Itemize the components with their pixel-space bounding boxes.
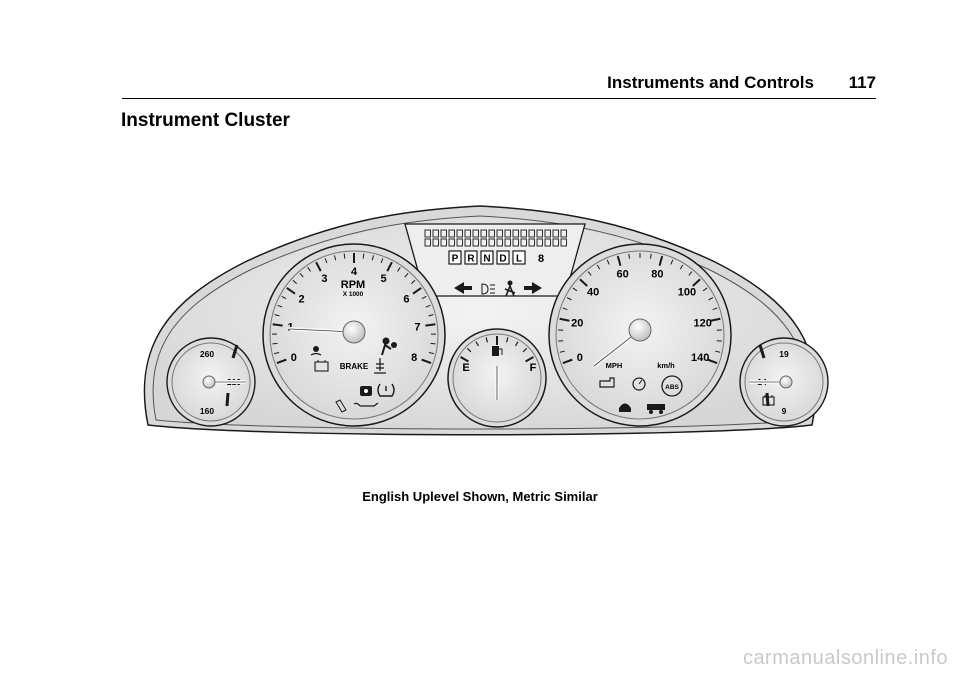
page-number: 117 [848, 73, 876, 92]
dial-label: 8 [411, 352, 417, 364]
dial-label: 0 [291, 352, 297, 364]
cruise-control-icon [632, 377, 646, 391]
traction-control-icon [310, 346, 322, 356]
abs-icon: ABS [661, 375, 683, 397]
gear-box [448, 250, 462, 265]
speedometer-ticks [558, 253, 722, 364]
gear-box [464, 250, 478, 265]
mph-label: MPH [606, 361, 623, 370]
gear-letter: R [467, 254, 475, 265]
svg-text:ABS: ABS [665, 384, 679, 391]
dial-label: 7 [414, 322, 420, 334]
gear-letter: L [516, 254, 522, 265]
kmh-label: km/h [657, 361, 675, 370]
gear-number: 8 [538, 253, 544, 265]
voltmeter-gauge: 19 14 9 [739, 337, 829, 427]
dial-label: 4 [351, 266, 358, 278]
dot-matrix-display [424, 229, 567, 247]
airbag-icon [381, 337, 397, 356]
engine-temp-gauge: 260 210 160 [166, 337, 256, 427]
gear-box [512, 250, 526, 265]
section-title: Instruments and Controls [607, 73, 814, 92]
tachometer-ticks [271, 253, 437, 364]
gear-letter: N [483, 254, 490, 265]
dial-label: 5 [380, 273, 386, 285]
volt-label-high: 19 [779, 349, 789, 359]
turn-right-icon [524, 282, 542, 294]
turn-left-icon [454, 282, 472, 294]
volt-label-low: 9 [782, 406, 787, 416]
temp-label-high: 260 [200, 349, 214, 359]
tachometer: 012345678 RPM X 1000 BRAKE [262, 243, 446, 427]
fuel-pump-icon [492, 346, 503, 356]
fuel-gauge: E F [447, 328, 547, 428]
speedometer-labels: 0 20 40 60 80 100 120 140 [571, 268, 712, 363]
dial-label: 140 [691, 352, 709, 364]
rpm-label: RPM [341, 279, 365, 291]
dial-label: 2 [299, 293, 305, 305]
tow-haul-icon [647, 404, 665, 414]
gear-letter: D [499, 254, 506, 265]
dial-label: 80 [651, 268, 663, 280]
dial-label: 40 [587, 286, 599, 298]
dial-label: 20 [571, 317, 583, 329]
fuel-full-label: F [530, 362, 537, 374]
voltmeter-battery-icon [762, 395, 775, 406]
gear-box [496, 250, 510, 265]
page-title: Instrument Cluster [121, 110, 290, 131]
security-icon [360, 386, 372, 396]
dial-label: 0 [577, 352, 583, 364]
service-icon [335, 399, 347, 413]
temp-label-low: 160 [200, 406, 214, 416]
dial-label: 6 [403, 293, 409, 305]
seatbelt-icon [504, 280, 516, 297]
fuel-gauge-ticks [460, 336, 534, 363]
speedometer-hub [628, 318, 652, 342]
speedometer: 0 20 40 60 80 100 120 140 MPH km/h ABS [548, 243, 732, 427]
headlamp-icon [481, 283, 495, 295]
gear-box [480, 250, 494, 265]
brake-label: BRAKE [340, 362, 369, 371]
oil-pressure-icon [353, 402, 379, 407]
dial-label: 3 [321, 273, 327, 285]
rpm-multiplier: X 1000 [343, 291, 364, 298]
check-engine-icon [599, 377, 615, 388]
fuel-empty-label: E [462, 362, 469, 374]
vehicle-ahead-icon [619, 403, 631, 412]
gear-letter: P [452, 254, 459, 265]
dial-label: 60 [617, 268, 629, 280]
tachometer-hub [342, 320, 366, 344]
figure-caption: English Uplevel Shown, Metric Similar [362, 489, 598, 504]
watermark: carmanualsonline.info [742, 647, 948, 669]
dial-label: 120 [694, 317, 712, 329]
battery-icon [314, 360, 329, 372]
running-header: Instruments and Controls 117 [122, 70, 876, 99]
dial-label: 100 [678, 286, 696, 298]
coolant-temp-icon [374, 358, 386, 374]
tire-pressure-icon [377, 383, 395, 397]
